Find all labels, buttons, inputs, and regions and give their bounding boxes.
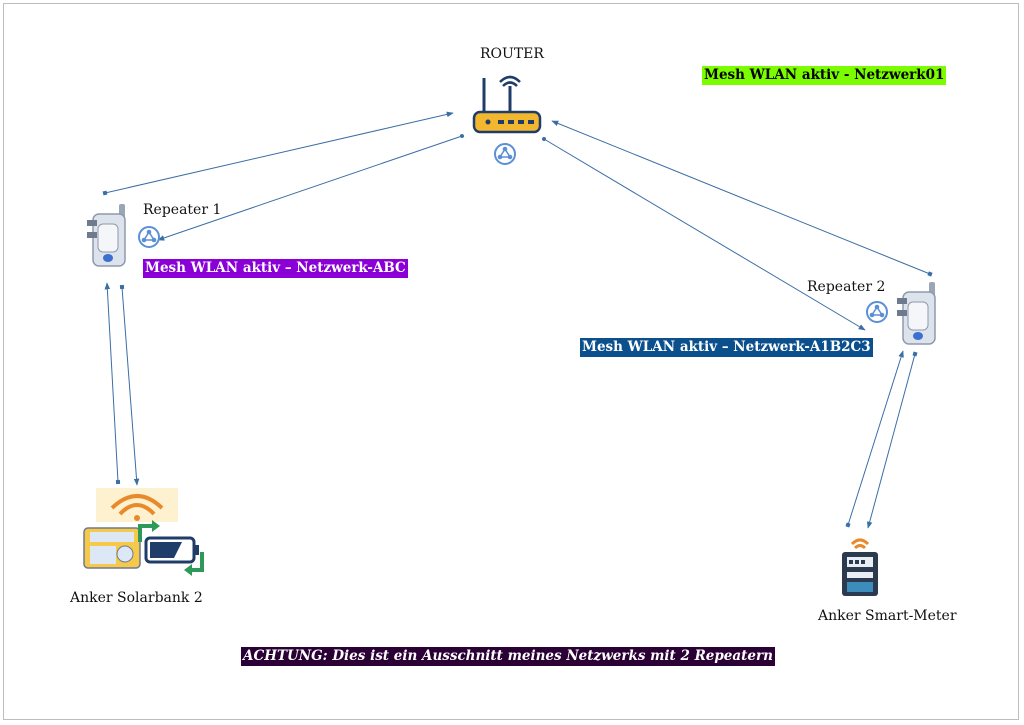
repeater1-icon[interactable] [83, 202, 135, 272]
repeater2-label: Repeater 2 [807, 279, 886, 295]
link-router-to-repeater2 [542, 137, 866, 331]
diagram-frame [3, 3, 1019, 720]
link-router-to-repeater1 [157, 134, 464, 241]
repeater1-mesh-icon [138, 226, 160, 248]
solarbank-icon[interactable] [82, 488, 212, 578]
repeater1-label: Repeater 1 [143, 202, 222, 218]
link-solarbank-to-repeater1 [104, 282, 121, 485]
smartmeter-icon[interactable] [838, 532, 882, 600]
router-label: ROUTER [480, 46, 544, 62]
router-mesh-icon [494, 143, 516, 165]
repeater1-mesh-tag: Mesh WLAN aktiv – Netzwerk-ABC [143, 259, 408, 278]
solarbank-label: Anker Solarbank 2 [70, 590, 203, 606]
link-repeater1-to-router [102, 111, 454, 196]
router-icon[interactable] [470, 68, 544, 138]
repeater2-icon[interactable] [893, 280, 945, 350]
repeater2-mesh-icon [866, 301, 888, 323]
link-repeater2-to-router [551, 120, 933, 277]
repeater2-mesh-tag: Mesh WLAN aktiv – Netzwerk-A1B2C3 [580, 338, 873, 357]
smartmeter-label: Anker Smart-Meter [818, 608, 957, 624]
warning-banner: ACHTUNG: Dies ist ein Ausschnitt meines … [241, 647, 775, 666]
router-mesh-tag: Mesh WLAN aktiv - Netzwerk01 [702, 66, 947, 85]
link-repeater2-to-smartmeter [866, 351, 918, 529]
link-repeater1-to-solarbank [119, 284, 140, 486]
